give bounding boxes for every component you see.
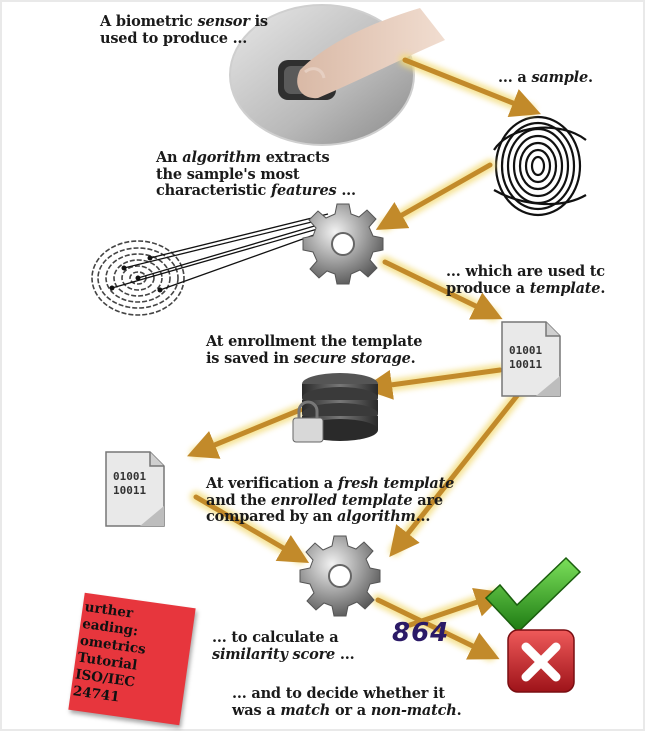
fingerprint-sample-icon — [490, 115, 588, 217]
check-icon — [484, 556, 582, 634]
template-bits-line-2: 10011 — [509, 358, 542, 371]
template-document-icon: 01001 10011 — [105, 451, 165, 527]
template-bits-line-1: 01001 — [113, 470, 146, 483]
further-reading-note: urther eading: ometrics Tutorial ISO/IEC… — [68, 592, 196, 726]
gear-icon — [302, 203, 384, 285]
gear-icon — [299, 535, 381, 617]
sample-caption: ... a sample. — [498, 69, 593, 86]
further-reading-text: urther eading: ometrics Tutorial ISO/IEC… — [71, 599, 147, 706]
cross-icon — [507, 629, 575, 693]
fingerprint-features-icon — [91, 213, 329, 316]
template-bits-line-2: 10011 — [113, 484, 146, 497]
flow-arrows — [187, 54, 542, 661]
secure-storage-icon — [292, 373, 378, 443]
similarity-score-value: 864 — [392, 618, 450, 648]
template-document-icon: 01001 10011 — [501, 321, 561, 397]
fingerprint-sensor-icon — [229, 4, 445, 146]
template-bits-line-1: 01001 — [509, 344, 542, 357]
